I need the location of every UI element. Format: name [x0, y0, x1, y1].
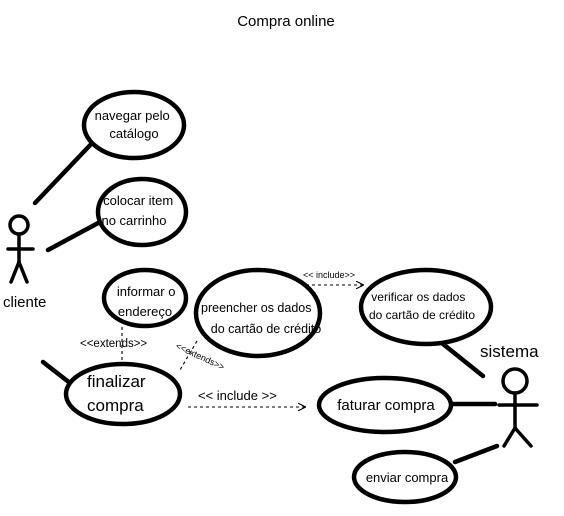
use-case-informar: informar o endereço: [101, 267, 189, 329]
use-case-verificar-line1: verificar os dados: [371, 290, 465, 304]
extends-label-1: <<extends>>: [80, 338, 147, 350]
assoc-sistema-enviar: [452, 443, 500, 465]
actor-sistema-label: sistema: [480, 342, 539, 361]
use-case-enviar-line1: enviar compra: [366, 470, 449, 485]
include-label-1: << include>>: [303, 270, 355, 280]
use-case-preencher: preencher os dados do cartão de crédito: [193, 267, 323, 359]
use-case-navegar-line2: catálogo: [109, 126, 158, 141]
use-case-verificar-line2: do cartão de crédito: [369, 308, 475, 322]
use-case-faturar-line1: faturar compra: [337, 397, 435, 414]
svg-text:enviar compra: enviar compra: [366, 470, 449, 485]
assoc-cliente-finalizar: [40, 359, 73, 386]
use-case-preencher-line1: preencher os dados: [201, 301, 312, 315]
assoc-cliente-colocar: [45, 219, 103, 253]
use-case-informar-line2: endereço: [118, 304, 172, 319]
svg-text:finalizar compra: finalizar compra: [87, 372, 150, 415]
svg-text:colocar item no carrinho: colocar item no carrinho: [101, 193, 176, 228]
svg-text:navegar pelo catálogo: navegar pelo catálogo: [95, 108, 174, 141]
use-case-verificar: verificar os dados do cartão de crédito: [358, 267, 494, 347]
use-case-navegar: navegar pelo catálogo: [81, 89, 187, 161]
actor-cliente-label: cliente: [3, 294, 46, 311]
use-case-preencher-line2: do cartão de crédito: [211, 322, 322, 336]
svg-text:informar o endereço: informar o endereço: [117, 284, 179, 319]
use-case-navegar-line1: navegar pelo: [95, 108, 170, 123]
svg-text:faturar compra: faturar compra: [337, 397, 435, 414]
actor-cliente: [6, 214, 35, 284]
use-case-finalizar-line2: compra: [87, 396, 144, 415]
include-label-2: << include >>: [198, 388, 277, 403]
use-case-colocar-line2: no carrinho: [101, 213, 166, 228]
use-case-colocar: colocar item no carrinho: [95, 176, 189, 248]
assoc-sistema-verificar: [435, 337, 486, 379]
svg-text:preencher os dados do ca: preencher os dados do cartão de crédito: [201, 301, 321, 336]
use-case-faturar: faturar compra: [316, 375, 454, 435]
assoc-cliente-navegar: [32, 137, 98, 206]
use-case-informar-line1: informar o: [117, 284, 176, 299]
actor-sistema: [497, 367, 539, 448]
use-case-finalizar: finalizar compra: [63, 361, 183, 427]
svg-text:verificar os dados do ca: verificar os dados do cartão de crédito: [369, 290, 475, 322]
use-case-enviar: enviar compra: [351, 449, 459, 505]
associations: [32, 137, 500, 465]
diagram-title: Compra online: [237, 13, 335, 30]
use-case-finalizar-line1: finalizar: [87, 372, 146, 391]
use-case-colocar-line1: colocar item: [103, 193, 173, 208]
